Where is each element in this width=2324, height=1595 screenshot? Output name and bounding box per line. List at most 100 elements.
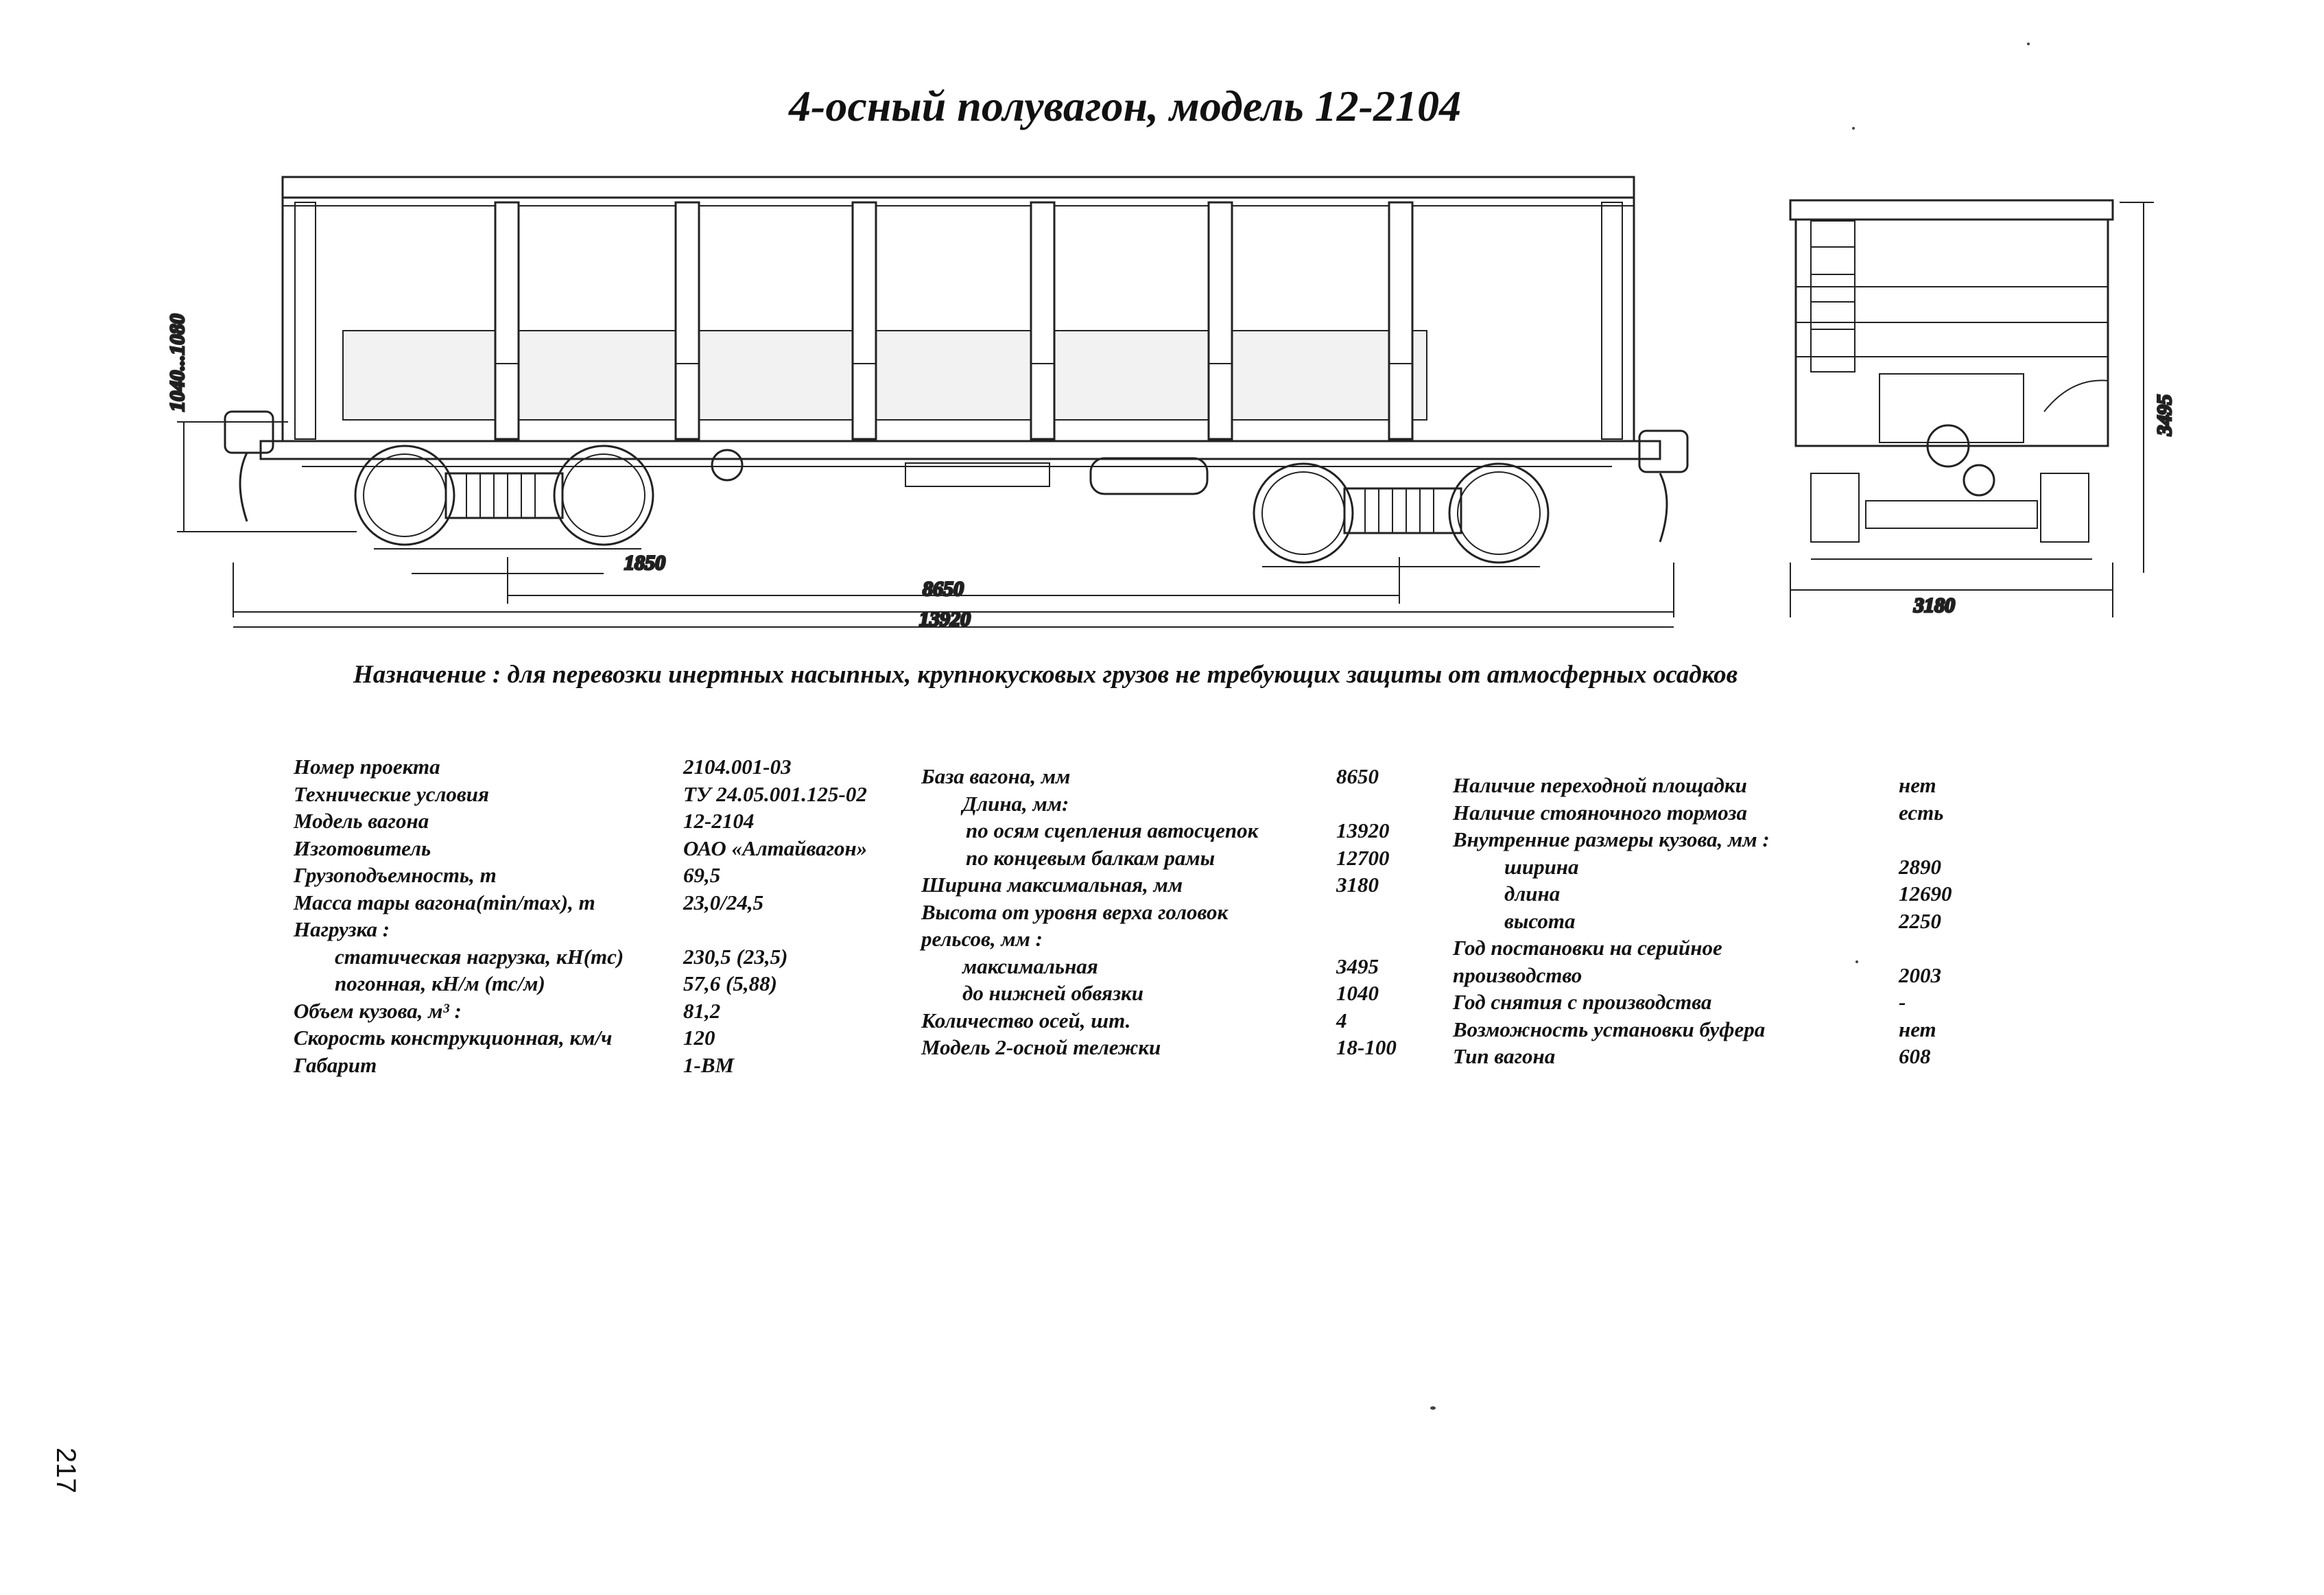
spec-row: Год постановки на серийное	[1453, 934, 2002, 962]
spec-label: Скорость конструкционная, км/ч	[294, 1026, 613, 1050]
spec-value: 2003	[1899, 962, 1941, 987]
spec-label: Габарит	[294, 1052, 377, 1077]
spec-value: 13920	[1336, 818, 1390, 842]
dim-wagon-base: 8650	[923, 578, 964, 600]
spec-label: по концевым балкам рамы	[966, 845, 1216, 870]
spec-row: Внутренние размеры кузова, мм :	[1453, 826, 2002, 853]
spec-value: есть	[1899, 800, 1944, 825]
spec-value: 2104.001-03	[683, 755, 792, 779]
spec-label: до нижней обвязки	[962, 981, 1143, 1005]
spec-row: Ширина максимальная, мм 3180	[921, 871, 1415, 899]
spec-value: 12700	[1336, 845, 1390, 870]
spec-row: Год снятия с производства -	[1453, 989, 2002, 1016]
spec-label: Масса тары вагона(min/max), т	[294, 890, 595, 914]
spec-row: по осям сцепления автосцепок 13920	[921, 817, 1415, 844]
spec-label: Количество осей, шт.	[921, 1008, 1131, 1032]
spec-value: 23,0/24,5	[683, 890, 764, 914]
side-view: 1850 8650 13920 1040...1080	[165, 176, 1689, 632]
spec-row: статическая нагрузка, кН(тс) 230,5 (23,5)	[294, 943, 904, 971]
spec-label: Модель вагона	[294, 809, 429, 833]
spec-label: Объем кузова, м³ :	[294, 998, 462, 1023]
spec-label: Высота от уровня верха головок	[921, 899, 1229, 924]
spec-row: Масса тары вагона(min/max), т 23,0/24,5	[294, 889, 904, 917]
spec-value: 81,2	[683, 998, 721, 1023]
spec-label: Наличие стояночного тормоза	[1453, 800, 1747, 825]
end-view: 3180 3495	[1789, 199, 2177, 618]
spec-label: Номер проекта	[294, 755, 440, 779]
spec-label: длина	[1504, 882, 1561, 906]
spec-row: производство 2003	[1453, 962, 2002, 989]
dim-height: 3495	[2153, 394, 2176, 436]
spec-row: максимальная 3495	[921, 953, 1415, 980]
spec-value: 4	[1336, 1008, 1347, 1032]
spec-label: погонная, кН/м (тс/м)	[335, 971, 545, 995]
dim-bogie-base: 1850	[624, 552, 665, 574]
spec-row: Возможность установки буфера нет	[1453, 1016, 2002, 1043]
spec-row: Объем кузова, м³ : 81,2	[294, 997, 904, 1025]
spec-value: 12690	[1899, 882, 1952, 906]
spec-label: по осям сцепления автосцепок	[966, 818, 1259, 842]
spec-value: 57,6 (5,88)	[683, 971, 777, 995]
scan-speck	[2027, 43, 2030, 45]
spec-label: ширина	[1504, 854, 1579, 879]
dim-width: 3180	[1913, 594, 1955, 617]
spec-row: ширина 2890	[1453, 853, 2002, 881]
spec-row: высота 2250	[1453, 908, 2002, 935]
spec-label: Год снятия с производства	[1453, 990, 1712, 1014]
spec-label: производство	[1453, 962, 1582, 987]
spec-label: Грузоподъемность, т	[294, 863, 497, 887]
scan-speck	[1855, 960, 1858, 963]
spec-label: Наличие переходной площадки	[1453, 773, 1747, 797]
wagon-drawing: 1850 8650 13920 1040...1080	[0, 0, 2324, 686]
spec-row: Наличие стояночного тормоза есть	[1453, 799, 2002, 827]
spec-row: по концевым балкам рамы 12700	[921, 844, 1415, 872]
spec-label: статическая нагрузка, кН(тс)	[335, 944, 624, 969]
spec-row: Высота от уровня верха головок	[921, 899, 1415, 926]
page-number: 217	[51, 1448, 81, 1493]
spec-label: Модель 2-осной тележки	[921, 1035, 1161, 1059]
spec-label: Длина, мм:	[962, 791, 1069, 816]
dim-height-range: 1040...1080	[166, 314, 189, 412]
spec-label: Возможность установки буфера	[1453, 1017, 1766, 1041]
spec-value: 3180	[1336, 873, 1379, 897]
spec-label: Год постановки на серийное	[1453, 936, 1722, 960]
spec-row: до нижней обвязки 1040	[921, 980, 1415, 1007]
spec-value: 608	[1899, 1044, 1931, 1068]
spec-value: 2250	[1899, 908, 1941, 933]
spec-value: 2890	[1899, 854, 1941, 879]
spec-value: нет	[1899, 1017, 1936, 1041]
spec-row: Тип вагона 608	[1453, 1043, 2002, 1070]
spec-label: База вагона, мм	[921, 764, 1071, 788]
spec-label: Технические условия	[294, 781, 489, 806]
spec-label: максимальная	[962, 954, 1098, 978]
spec-row: рельсов, мм :	[921, 925, 1415, 953]
spec-row: Количество осей, шт. 4	[921, 1007, 1415, 1035]
spec-label: Внутренние размеры кузова, мм :	[1453, 827, 1770, 851]
spec-row: Номер проекта 2104.001-03	[294, 753, 904, 781]
spec-value: 3495	[1336, 954, 1379, 978]
spec-value: 230,5 (23,5)	[683, 944, 788, 969]
dim-length: 13920	[919, 608, 971, 630]
spec-label: высота	[1504, 908, 1576, 933]
spec-label: Ширина максимальная, мм	[921, 873, 1183, 897]
bogie-right	[1253, 462, 1550, 567]
spec-value: 1040	[1336, 981, 1379, 1005]
spec-row: Длина, мм:	[921, 790, 1415, 818]
spec-label: Изготовитель	[294, 836, 431, 860]
specs-column-1: Номер проекта 2104.001-03 Технические усл…	[294, 753, 904, 1078]
spec-row: Нагрузка :	[294, 916, 904, 943]
spec-value: -	[1899, 990, 1906, 1014]
spec-label: Нагрузка :	[294, 917, 390, 941]
spec-label: Тип вагона	[1453, 1044, 1556, 1068]
spec-label: рельсов, мм :	[921, 927, 1043, 951]
scan-speck	[1430, 1406, 1436, 1410]
